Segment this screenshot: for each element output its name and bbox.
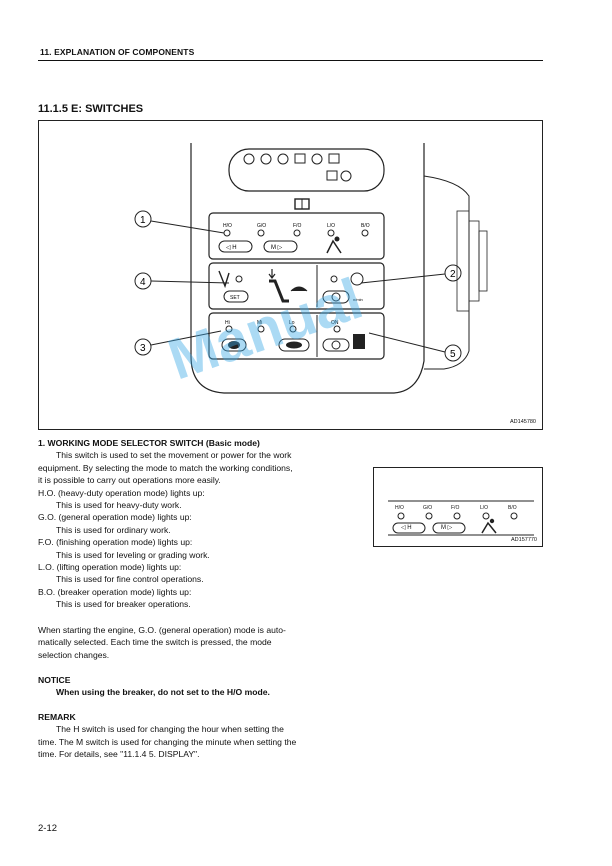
section-title: 11.1.5 E: SWITCHES [38,103,144,115]
svg-text:F/O: F/O [293,223,301,229]
svg-text:4: 4 [140,277,146,288]
mode-bo-label: B.O. (breaker operation mode) lights up: [38,586,192,597]
mode-selector-inset: H/O G/O F/O L/O B/O ◁ H M ▷ AD157770 [373,467,543,547]
mode-fo-label: F.O. (finishing operation mode) lights u… [38,537,193,548]
inset-label-fo: F/O [451,505,460,511]
item1-line-1: This switch is used to set the movement … [56,450,292,461]
switch-panel-drawing: H/O G/O F/O L/O B/O ◁ H M ▷ SET n/min [134,143,488,394]
svg-text:1: 1 [140,215,146,226]
page-number: 2-12 [38,823,58,834]
notice-block: NOTICE When using the breaker, do not se… [38,674,378,699]
startup-line-1: When starting the engine, G.O. (general … [38,625,286,635]
remark-title: REMARK [38,712,76,722]
mode-lo-desc: This is used for fine control operations… [56,574,204,585]
notice-text: When using the breaker, do not set to th… [56,687,270,698]
inset-label-lo: L/O [480,505,489,511]
header-rule [38,60,543,61]
svg-text:M ▷: M ▷ [271,245,283,251]
mode-bo-desc: This is used for breaker operations. [56,599,191,610]
inset-code: AD157770 [511,537,537,543]
remark-block: REMARK The H switch is used for changing… [38,711,378,761]
mode-go-desc: This is used for ordinary work. [56,524,171,535]
mode-ho-desc: This is used for heavy-duty work. [56,500,182,511]
svg-text:◁ H: ◁ H [226,245,237,251]
mode-go-label: G.O. (general operation mode) lights up: [38,512,192,523]
svg-text:G/O: G/O [257,223,266,229]
mode-fo-desc: This is used for leveling or grading wor… [56,549,210,560]
remark-line-2: time. The M switch is used for changing … [38,736,297,747]
svg-text:SET: SET [230,295,240,301]
inset-drawing [388,500,534,536]
chapter-title: 11. EXPLANATION OF COMPONENTS [40,47,195,57]
startup-line-3: selection changes. [38,649,110,660]
item1-section: 1. WORKING MODE SELECTOR SWITCH (Basic m… [38,437,370,611]
mode-lo-label: L.O. (lifting operation mode) lights up: [38,562,182,573]
svg-text:Mi: Mi [257,320,262,326]
item1-line-2: equipment. By selecting the mode to matc… [38,462,293,473]
notice-title: NOTICE [38,675,71,685]
svg-text:Hi: Hi [225,320,230,326]
switch-panel-figure: H/O G/O F/O L/O B/O ◁ H M ▷ SET n/min [38,120,543,430]
svg-text:L/O: L/O [327,223,335,229]
mode-ho-label: H.O. (heavy-duty operation mode) lights … [38,487,205,498]
remark-line-1: The H switch is used for changing the ho… [56,724,284,735]
svg-text:n/min: n/min [353,297,363,302]
inset-label-go: G/O [423,505,433,511]
svg-text:H/O: H/O [223,223,232,229]
figure-code: AD145780 [510,419,536,425]
remark-line-3: time. For details, see "11.1.4 5. DISPLA… [38,749,200,760]
svg-text:B/O: B/O [361,223,370,229]
svg-text:ON: ON [331,320,339,326]
svg-text:3: 3 [140,343,146,354]
inset-h-button[interactable]: ◁ H [401,525,412,531]
svg-text:Lo: Lo [289,320,295,326]
startup-paragraph: When starting the engine, G.O. (general … [38,624,378,661]
svg-text:5: 5 [450,349,456,360]
inset-label-bo: B/O [508,505,517,511]
inset-label-ho: H/O [395,505,404,511]
item1-title: 1. WORKING MODE SELECTOR SWITCH (Basic m… [38,438,260,448]
svg-text:2: 2 [450,269,456,280]
startup-line-2: matically selected. Each time the switch… [38,637,272,648]
item1-line-3: it is possible to carry out operations m… [38,475,221,486]
inset-m-button[interactable]: M ▷ [441,525,453,531]
